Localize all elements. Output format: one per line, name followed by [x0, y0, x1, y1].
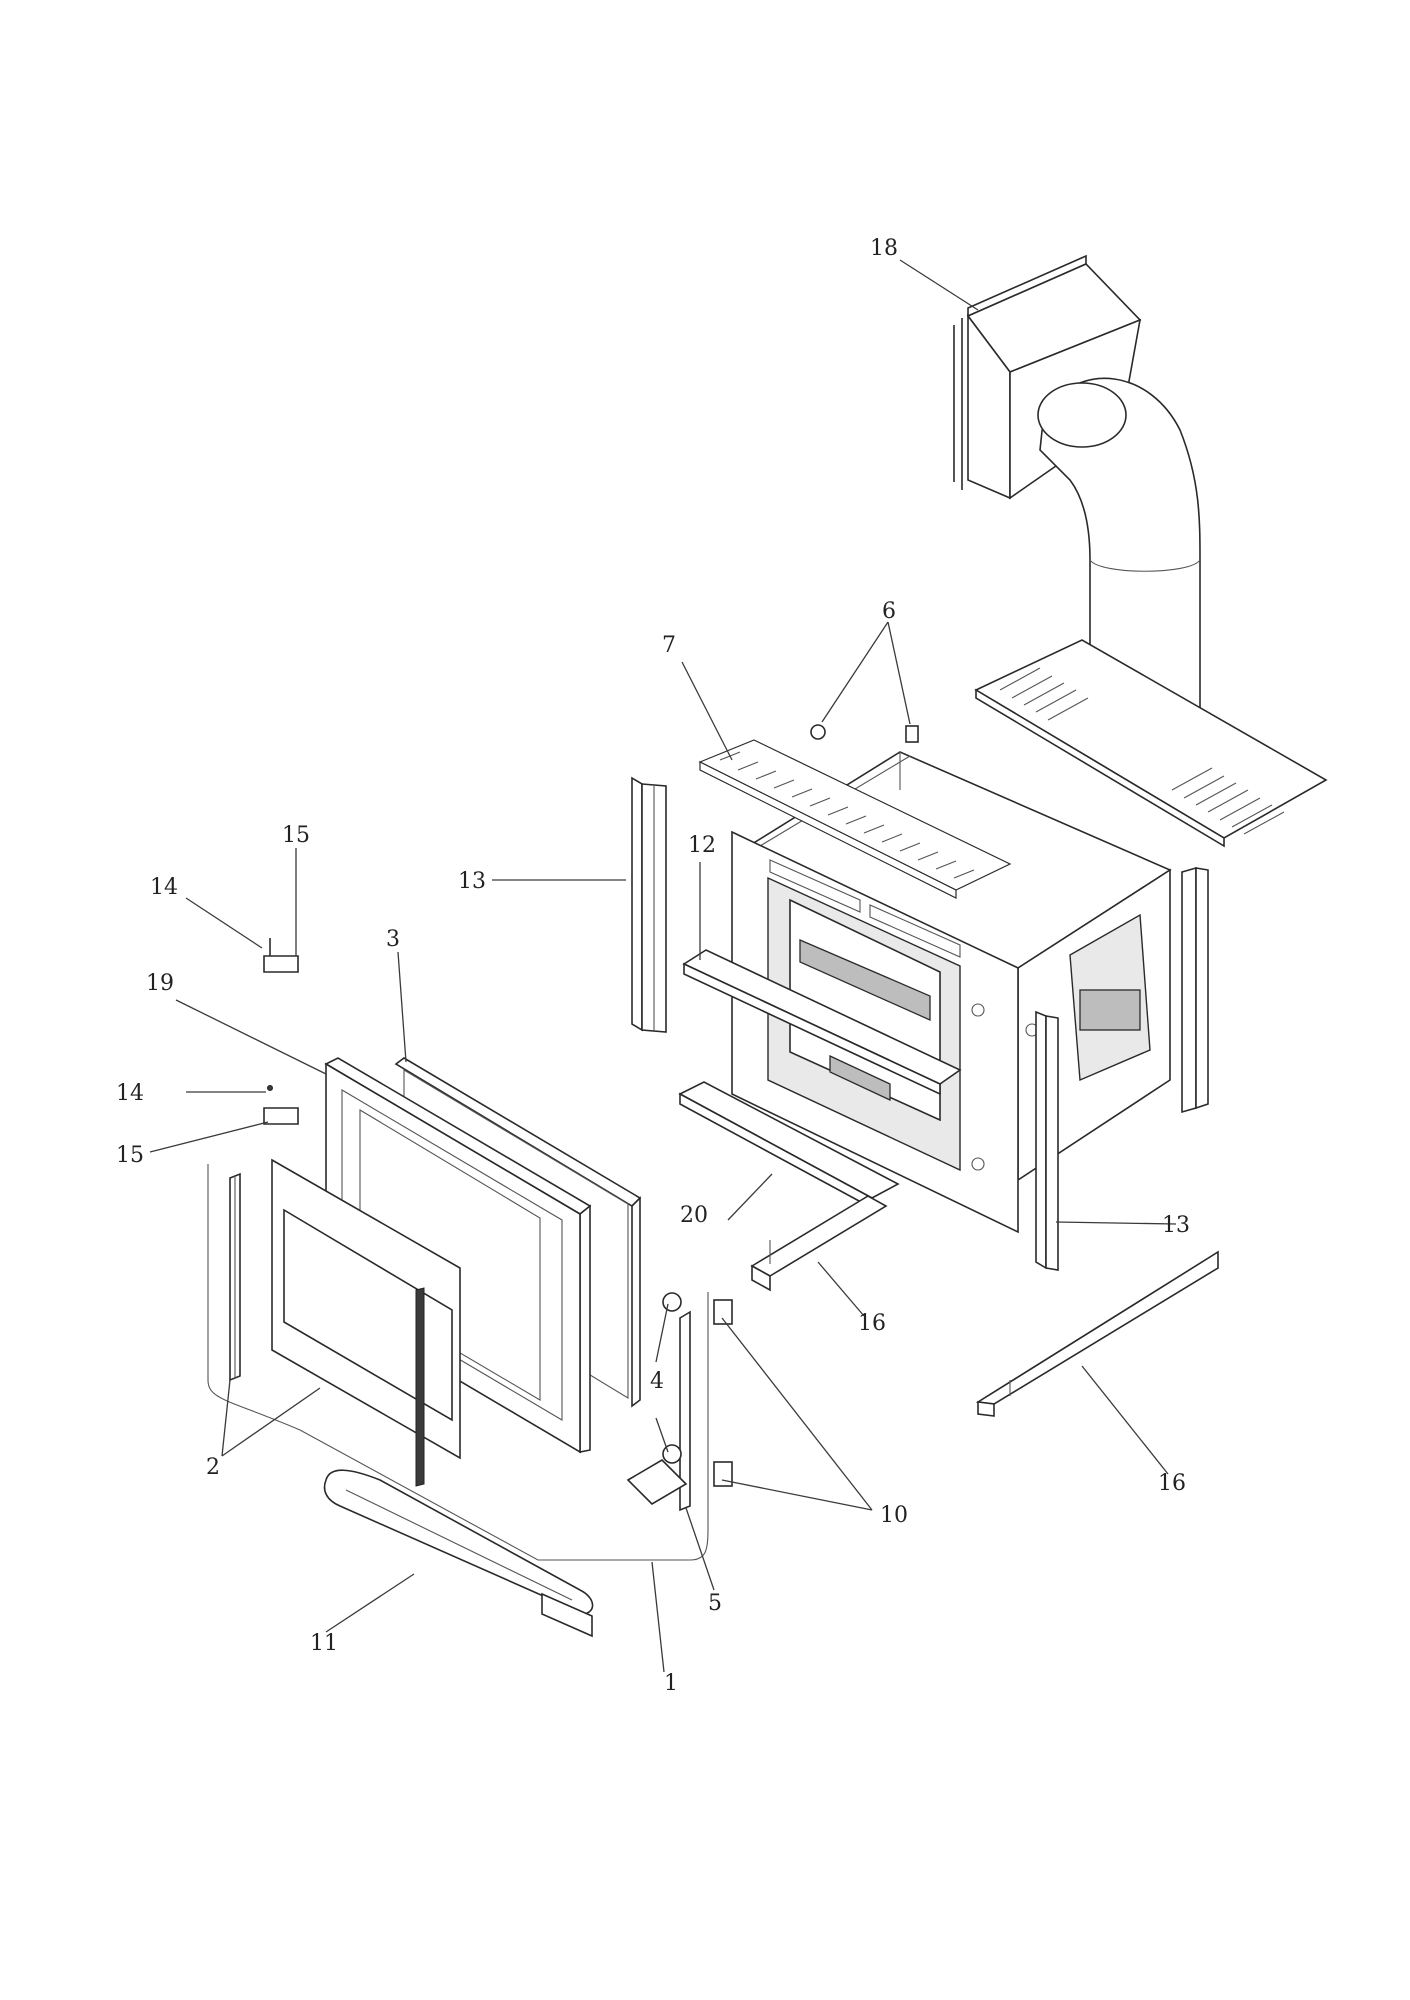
- part-14-15-upper: [263, 938, 299, 973]
- callout-19: 19: [146, 971, 174, 996]
- part-16-rail-rear: [975, 1250, 1219, 1417]
- part-5-hinge: [626, 1310, 691, 1512]
- part-13-strip-right: [1035, 1010, 1059, 1271]
- callout-15-upper: 15: [282, 823, 310, 848]
- part-6-studs: [810, 724, 919, 743]
- callout-labels: 18 6 7 12 13 13 14 15 3 19 14 15 20 16 1…: [116, 236, 1190, 1696]
- leader-lines: [149, 259, 1177, 1673]
- callout-7: 7: [662, 633, 676, 658]
- callout-14-lower: 14: [116, 1081, 144, 1106]
- rear-grill-plate: [974, 639, 1328, 848]
- part-2-side-strip: [229, 1172, 241, 1382]
- callout-18: 18: [870, 236, 898, 261]
- callout-4: 4: [650, 1369, 664, 1394]
- callout-2: 2: [206, 1455, 220, 1480]
- part-13-strip-left: [631, 776, 667, 1033]
- callout-1: 1: [664, 1671, 678, 1696]
- callout-5: 5: [708, 1591, 722, 1616]
- callout-13-left: 13: [458, 869, 486, 894]
- callout-20: 20: [680, 1203, 708, 1228]
- part-2-door: [271, 1158, 461, 1487]
- part-14-15-lower: [263, 1085, 299, 1125]
- callout-11: 11: [310, 1631, 338, 1656]
- callout-6: 6: [882, 599, 896, 624]
- callout-15-lower: 15: [116, 1143, 144, 1168]
- part-16-rail-front: [750, 1195, 888, 1292]
- part-4-pins: [662, 1292, 682, 1464]
- part-11-handle: [323, 1469, 594, 1638]
- part-10-clips: [713, 1299, 733, 1487]
- side-strips-right: [1181, 866, 1209, 1114]
- part-1-outline: [207, 1164, 709, 1561]
- callout-16-rear: 16: [1158, 1471, 1186, 1496]
- part-12-front-ledge: [682, 949, 962, 1096]
- callout-12: 12: [688, 833, 716, 858]
- part-19-surround: [324, 1057, 592, 1454]
- callout-10: 10: [880, 1503, 908, 1528]
- part-18-flue-adaptor: [953, 254, 1201, 766]
- callout-13-right: 13: [1162, 1213, 1190, 1238]
- callout-14-upper: 14: [150, 875, 178, 900]
- callout-3: 3: [386, 927, 400, 952]
- callout-16-front: 16: [858, 1311, 886, 1336]
- part-7-top-grill: [698, 739, 1012, 899]
